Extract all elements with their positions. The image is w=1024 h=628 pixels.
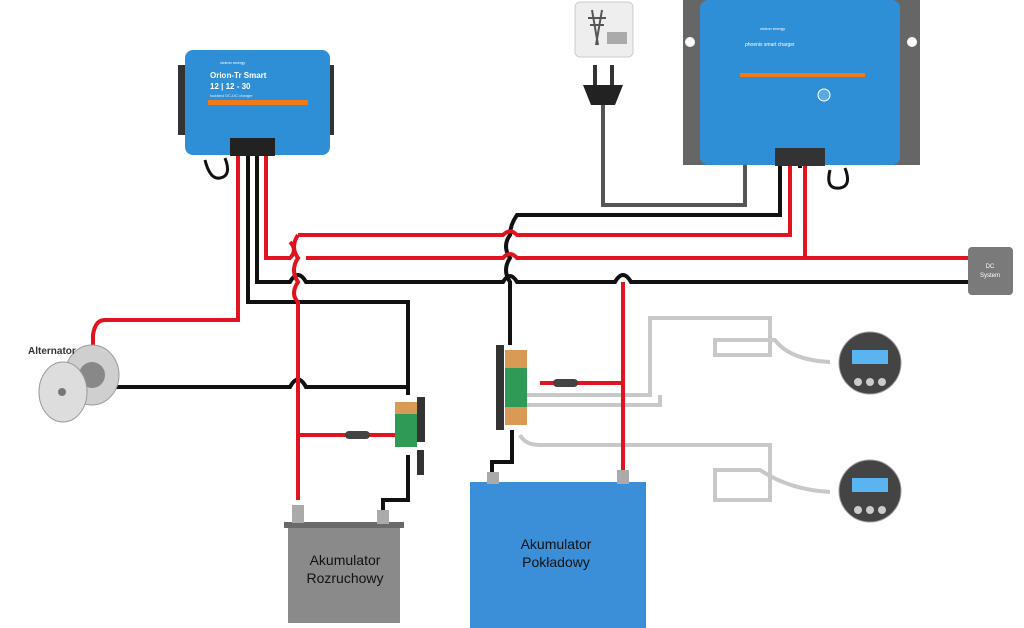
house-battery-label: Akumulator: [521, 536, 592, 552]
charger-brand: victron energy: [760, 26, 785, 31]
dc-system-label: System: [980, 273, 1000, 279]
negative-wires: [95, 150, 970, 512]
charger-name: phoenix smart charger: [745, 42, 795, 48]
starter-battery: [284, 505, 404, 623]
ac-cable: [601, 105, 747, 207]
orion-model: 12 | 12 - 30: [210, 82, 251, 91]
orion-dc-dc-charger: [178, 50, 334, 180]
alternator-icon: [38, 344, 120, 423]
orion-name: Orion-Tr Smart: [210, 71, 267, 80]
fuse-icon: [345, 431, 370, 439]
orion-subtitle: Isolated DC-DC charger: [210, 93, 253, 98]
grid-pylon-icon: [574, 1, 634, 58]
starter-battery-label: Rozruchowy: [306, 570, 383, 586]
positive-wires: [91, 150, 970, 500]
monitor-cables: [518, 316, 831, 502]
orion-brand: victron energy: [220, 60, 245, 65]
fuse-icon: [553, 379, 578, 387]
shunt-icon: [395, 397, 425, 475]
phoenix-smart-charger: [683, 0, 920, 190]
starter-battery-label: Akumulator: [310, 552, 381, 568]
battery-monitor-icon: [838, 331, 902, 395]
dc-system-label: DC: [986, 264, 995, 270]
dc-system-box: [968, 247, 1013, 295]
shunt-icon: [496, 345, 527, 430]
house-battery: [470, 470, 646, 628]
battery-monitor-icon: [838, 459, 902, 523]
alternator-label: Alternator: [28, 346, 76, 357]
house-battery-label: Pokładowy: [522, 554, 590, 570]
plug-icon: [583, 65, 623, 105]
